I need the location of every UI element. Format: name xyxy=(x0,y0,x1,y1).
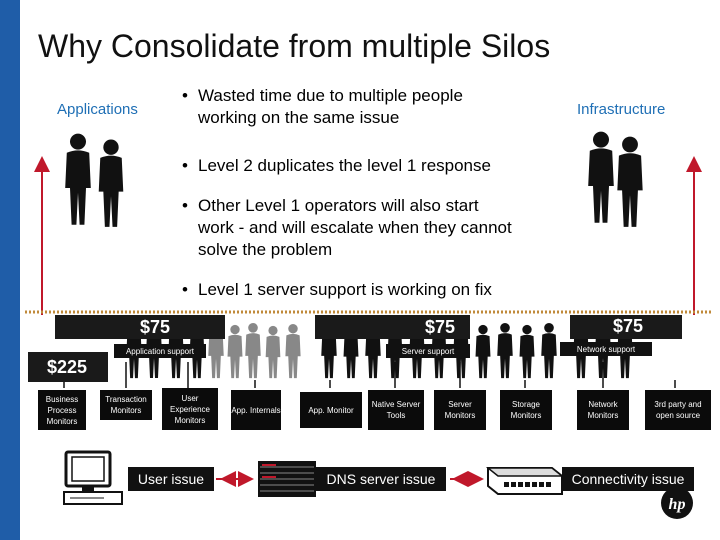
monitor-network: Network Monitors xyxy=(577,390,629,430)
down-arrows xyxy=(63,362,676,388)
network-switch-icon xyxy=(485,467,565,495)
bullet-2: •Level 2 duplicates the level 1 response xyxy=(182,156,491,175)
bullet-1: •Wasted time due to multiple people work… xyxy=(182,85,542,129)
server-support-label: Server support xyxy=(401,347,455,356)
monitor-storage: Storage Monitors xyxy=(500,390,552,430)
applications-label: Applications xyxy=(57,101,138,118)
monitor-server: Server Monitors xyxy=(434,390,486,430)
hp-logo-icon: hp xyxy=(661,487,693,519)
price-bar-middle xyxy=(315,315,470,339)
application-support-label: Application support xyxy=(125,347,195,356)
bullet-3-line-2: work - and will escalate when they canno… xyxy=(198,218,512,237)
price-bar-right xyxy=(570,315,682,339)
price-right: $75 xyxy=(612,316,644,336)
bullet-4: •Level 1 server support is working on fi… xyxy=(182,280,492,299)
monitor-app-internals: App. Internals xyxy=(231,390,281,430)
bullet-1-line-2: working on the same issue xyxy=(198,108,400,127)
monitor-app-monitor: App. Monitor xyxy=(300,392,362,428)
computer-monitor-icon xyxy=(63,450,123,505)
slide-title: Why Consolidate from multiple Silos xyxy=(38,28,551,64)
price-left: $75 xyxy=(139,317,171,337)
user-issue-label: User issue xyxy=(128,467,214,491)
monitor-business-process: Business Process Monitors xyxy=(38,390,86,430)
price-middle: $75 xyxy=(424,317,456,337)
monitor-third-party: 3rd party and open source xyxy=(645,390,711,430)
bullet-2-line-1: Level 2 duplicates the level 1 response xyxy=(198,156,491,175)
bullet-1-line-1: Wasted time due to multiple people xyxy=(198,86,463,105)
monitor-user-experience: User Experience Monitors xyxy=(162,388,218,430)
network-support-bg xyxy=(560,342,652,356)
person-silhouette-icon xyxy=(588,131,643,227)
price-total: $225 xyxy=(46,357,88,377)
server-support-bg xyxy=(386,344,470,358)
price-bar-left xyxy=(55,315,225,339)
person-silhouette-icon xyxy=(65,133,124,227)
server-rack-icon xyxy=(258,461,316,497)
bullet-4-line-1: Level 1 server support is working on fix xyxy=(198,280,492,299)
dns-issue-label: DNS server issue xyxy=(316,467,446,491)
svg-text:hp: hp xyxy=(669,496,686,513)
monitor-native-server-tools: Native Server Tools xyxy=(368,390,424,430)
monitor-transaction: Transaction Monitors xyxy=(100,390,152,420)
connectivity-issue-label: Connectivity issue xyxy=(562,467,694,491)
left-accent-bar xyxy=(0,0,20,540)
network-support-label: Network support xyxy=(576,345,636,354)
bullet-3-line-3: solve the problem xyxy=(198,240,333,259)
bullet-3-line-1: Other Level 1 operators will also start xyxy=(198,196,479,215)
application-support-bg xyxy=(114,344,206,358)
infrastructure-label: Infrastructure xyxy=(577,101,666,118)
price-bar-total xyxy=(28,352,108,382)
bullet-3: •Other Level 1 operators will also start… xyxy=(182,195,572,261)
